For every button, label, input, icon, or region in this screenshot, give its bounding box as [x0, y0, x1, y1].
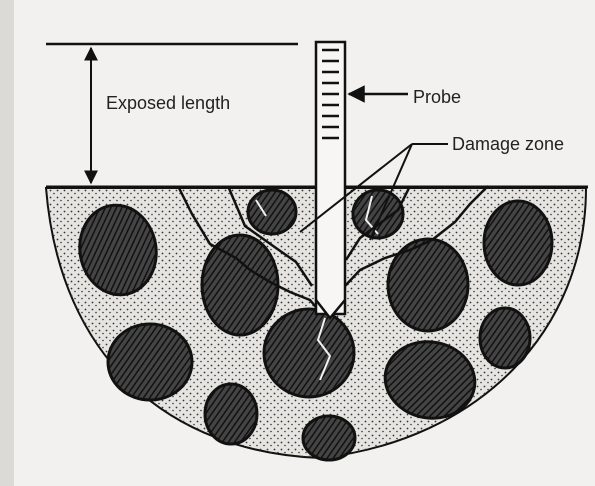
stone: [480, 308, 530, 368]
stone: [248, 190, 296, 234]
stone: [205, 384, 257, 444]
stone: [264, 309, 354, 397]
probe: [316, 42, 345, 318]
stone: [484, 201, 552, 285]
stone: [353, 190, 403, 238]
stone: [303, 416, 355, 460]
damage-zone-label: Damage zone: [452, 133, 564, 155]
probe-label: Probe: [413, 86, 461, 108]
stone: [108, 324, 192, 400]
page-shadow-left: [0, 0, 14, 486]
exposed-length-label: Exposed length: [106, 92, 206, 114]
stone: [202, 235, 278, 335]
